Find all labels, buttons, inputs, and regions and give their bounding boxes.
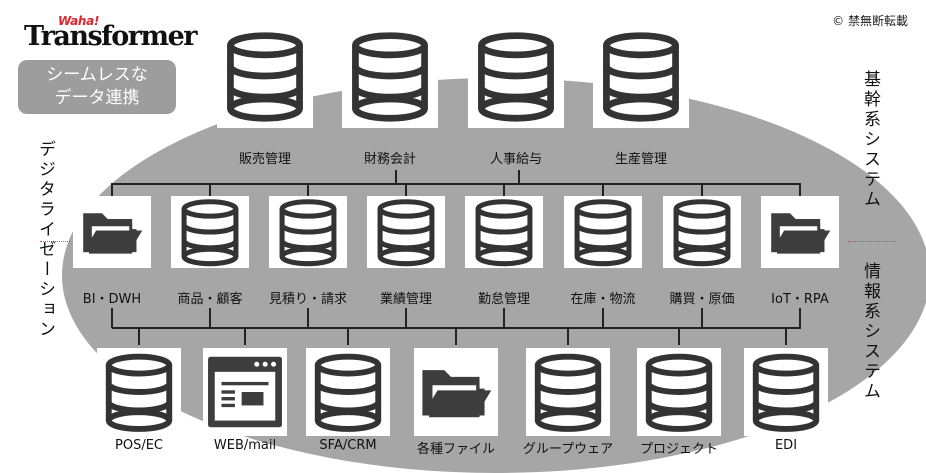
database-icon xyxy=(465,196,543,268)
core-systems-label: 基幹系システム xyxy=(860,70,880,210)
badge-line-2: データ連携 xyxy=(54,88,140,108)
connector-mid-rise xyxy=(503,308,505,328)
connector-top-drop xyxy=(701,183,703,197)
connector-mid-rise xyxy=(405,308,407,328)
connector-mid-rise xyxy=(602,308,604,328)
database-icon xyxy=(306,348,390,436)
database-icon xyxy=(663,196,741,268)
connector-mid-rise xyxy=(701,308,703,328)
database-icon xyxy=(171,196,249,268)
connector-top-stub xyxy=(395,170,397,183)
connector-bottom-drop xyxy=(785,327,787,345)
connector-bottom-drop xyxy=(678,327,680,345)
boundary-dotted-line-left xyxy=(40,241,70,242)
database-icon xyxy=(217,24,313,128)
connector-bottom-drop xyxy=(244,327,246,345)
connector-bottom-drop xyxy=(347,327,349,345)
connector-top-drop xyxy=(503,183,505,197)
middle-systems-label: BI・DWH xyxy=(82,292,142,307)
digitalization-label: デジタライゼーション xyxy=(35,140,55,340)
logo-top-text: Waha! xyxy=(58,14,100,28)
database-icon xyxy=(526,348,610,436)
database-icon xyxy=(564,196,642,268)
core-systems-label: 人事給与 xyxy=(489,152,543,167)
core-systems-label: 販売管理 xyxy=(238,152,292,167)
database-icon xyxy=(593,24,689,128)
database-icon xyxy=(367,196,445,268)
folder-icon xyxy=(414,348,498,436)
connector-mid-rise xyxy=(111,308,113,328)
connector-bottom-drop xyxy=(138,327,140,345)
connector-mid-rise xyxy=(307,308,309,328)
connector-top-drop xyxy=(111,183,113,197)
database-icon xyxy=(637,348,721,436)
logo-main-text: Transformer xyxy=(24,21,198,52)
info-systems-label: グループウェア xyxy=(522,442,614,457)
connector-top-stub xyxy=(518,170,520,183)
connector-mid-rise xyxy=(209,308,211,328)
info-systems-label: EDI xyxy=(774,438,798,453)
transformer-logo: Waha! Transformer xyxy=(24,14,198,54)
core-systems-label: 財務会計 xyxy=(363,152,417,167)
connector-top-bus xyxy=(112,183,801,185)
database-icon xyxy=(468,24,564,128)
info-systems-label: WEB/mail xyxy=(213,438,277,453)
seamless-data-integration-badge: シームレスな データ連携 xyxy=(18,60,176,114)
info-systems-label: 各種ファイル xyxy=(416,442,496,457)
database-icon xyxy=(97,348,181,436)
middle-systems-label: 勤怠管理 xyxy=(477,292,531,307)
connector-top-drop xyxy=(405,183,407,197)
boundary-dotted-line-right xyxy=(848,241,896,242)
middle-systems-label: 在庫・物流 xyxy=(570,292,636,307)
database-icon xyxy=(342,24,438,128)
info-systems-label: プロジェクト xyxy=(639,442,719,457)
connector-top-drop xyxy=(209,183,211,197)
connector-top-drop xyxy=(307,183,309,197)
copyright-notice: © 禁無断転載 xyxy=(832,14,908,28)
info-systems-label: SFA/CRM xyxy=(319,438,377,453)
database-icon xyxy=(269,196,347,268)
connector-top-drop xyxy=(799,183,801,197)
connector-bottom-drop xyxy=(455,327,457,345)
info-systems-label: 情報系システム xyxy=(860,262,880,402)
badge-line-1: シームレスな xyxy=(46,65,148,85)
middle-systems-label: 購買・原価 xyxy=(669,292,735,307)
browser-window-icon xyxy=(203,348,287,436)
database-icon xyxy=(744,348,828,436)
connector-bottom-drop xyxy=(567,327,569,345)
middle-systems-label: 商品・顧客 xyxy=(177,292,243,307)
connector-top-drop xyxy=(602,183,604,197)
middle-systems-label: IoT・RPA xyxy=(771,292,829,307)
folder-icon xyxy=(761,196,839,268)
middle-systems-label: 見積り・請求 xyxy=(268,292,348,307)
middle-systems-label: 業績管理 xyxy=(379,292,433,307)
info-systems-label: POS/EC xyxy=(115,438,163,453)
core-systems-label: 生産管理 xyxy=(614,152,668,167)
folder-icon xyxy=(73,196,151,268)
connector-mid-rise xyxy=(799,308,801,328)
